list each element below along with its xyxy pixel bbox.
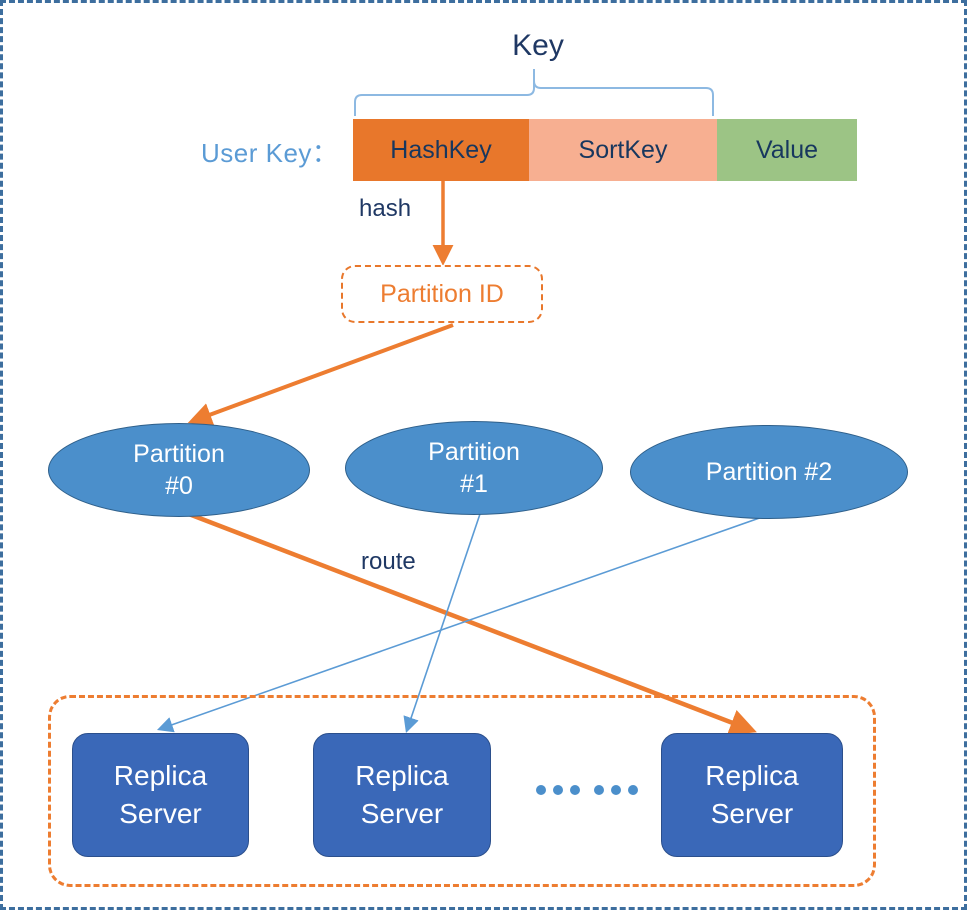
ellipsis-dot xyxy=(611,785,621,795)
replica-server-2-label: Replica Server xyxy=(705,760,799,829)
ellipsis-dot xyxy=(570,785,580,795)
ellipsis-dot xyxy=(628,785,638,795)
ellipsis-dot-group-2 xyxy=(594,785,638,795)
ellipsis-dots-icon xyxy=(536,785,638,795)
hash-edge-label: hash xyxy=(359,195,412,222)
user-key-label: User Key： xyxy=(201,138,339,168)
partition-node-2-label: Partition #2 xyxy=(705,457,833,486)
partition-node-0: Partition #0 xyxy=(48,423,310,517)
replica-server-2: Replica Server xyxy=(661,733,843,857)
replica-server-group xyxy=(48,695,876,887)
hashkey-cell: HashKey xyxy=(353,119,529,181)
sortkey-cell: SortKey xyxy=(529,119,717,181)
key-span-label: Key xyxy=(512,29,564,62)
replica-server-1-label: Replica Server xyxy=(355,760,449,829)
key-value-record: HashKey SortKey Value xyxy=(353,119,857,181)
ellipsis-dot xyxy=(594,785,604,795)
partition-node-2: Partition #2 xyxy=(630,425,908,519)
replica-server-0-label: Replica Server xyxy=(113,760,208,829)
partition-id-box: Partition ID xyxy=(341,265,543,323)
ellipsis-dot xyxy=(553,785,563,795)
ellipsis-dot-group-1 xyxy=(536,785,580,795)
partition-id-to-partition0-arrow xyxy=(187,323,454,426)
partition-node-1: Partition #1 xyxy=(345,421,603,515)
partition-node-1-label: Partition #1 xyxy=(428,437,520,499)
value-cell: Value xyxy=(717,119,857,181)
key-brace-icon xyxy=(354,69,714,116)
partition-node-0-label: Partition #0 xyxy=(133,439,225,501)
replica-server-1: Replica Server xyxy=(313,733,491,857)
ellipsis-dot xyxy=(536,785,546,795)
route-edge-label: route xyxy=(361,548,416,575)
replica-server-0: Replica Server xyxy=(72,733,249,857)
